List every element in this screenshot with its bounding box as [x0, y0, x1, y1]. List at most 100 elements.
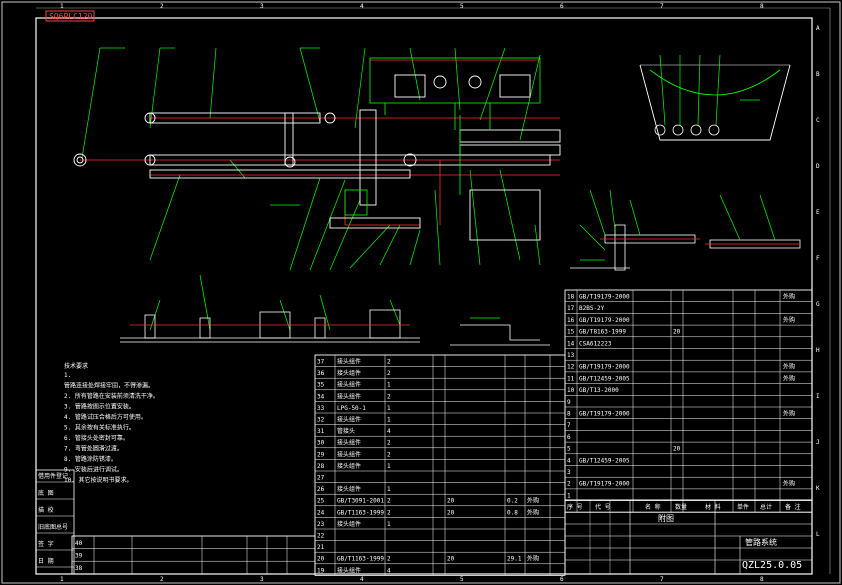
grid-col-label: 3 — [260, 3, 264, 10]
bom-right-cell: GB/T19179-2000 — [579, 294, 630, 301]
grid-col-label: 8 — [760, 3, 764, 10]
bom-left-cell: 32 — [317, 417, 325, 424]
bom-right-cell: 18 — [567, 294, 575, 301]
bom-right-cell: 外购 — [783, 480, 795, 488]
grid-col-label: 5 — [460, 576, 464, 583]
bom-right-cell: 17 — [567, 305, 575, 312]
bom-left-cell: 接头组件 — [337, 520, 361, 528]
bom-right-cell: 4 — [567, 457, 571, 464]
grid-row-label: A — [816, 25, 820, 32]
bom-right-cell: 6 — [567, 434, 571, 441]
bom-left-cell: 20 — [317, 556, 325, 563]
notes-item: 8. 管路涂防锈漆。 — [64, 455, 117, 463]
bom-left-cell: 0.2 — [507, 498, 518, 505]
bom-left-cell: 管接头 — [337, 427, 355, 435]
grid-col-label: 2 — [160, 3, 164, 10]
bom-left-cell: 19 — [317, 567, 325, 574]
bom-left-cell: 1 — [387, 405, 391, 412]
side-view-tank — [639, 54, 791, 141]
grid-col-label: 4 — [360, 3, 364, 10]
pipe-assembly-main — [73, 47, 561, 343]
bom-right-cell: 11 — [567, 375, 575, 382]
notes-item: 管路连接处焊接牢固，不得渗漏。 — [64, 382, 154, 390]
bom-left-cell: 2 — [387, 440, 391, 447]
grid-col-label: 6 — [560, 576, 564, 583]
bom-left-cell: 35 — [317, 382, 325, 389]
bom-left-cell: 1 — [387, 382, 391, 389]
bom-left-cell: 外购 — [527, 508, 539, 516]
grid-row-label: F — [816, 255, 820, 262]
grid-row-label: B — [816, 71, 820, 78]
notes-item: 10. 其它按说明书要求。 — [64, 476, 132, 484]
bom-right-cell: 7 — [567, 422, 571, 429]
bom-right-header: 序 号 — [567, 503, 583, 511]
title-block: 附图 管路系统 QZL25.0.05 — [564, 499, 813, 575]
bom-left-cell: 31 — [317, 428, 325, 435]
bom-left-cell: 2 — [387, 509, 391, 516]
bom-left-cell: 2 — [387, 359, 391, 366]
grid-row-label: J — [816, 439, 820, 446]
notes-item: 3. 管路按图示位置安装。 — [64, 403, 135, 411]
bom-left-cell: 接头组件 — [337, 416, 361, 424]
bom-left-cell: 外购 — [527, 555, 539, 563]
bom-left-cell: 接头组件 — [337, 485, 361, 493]
left-block-label: 底 图 — [38, 489, 54, 497]
bom-left-cell: 4 — [387, 428, 391, 435]
bom-right-cell: 5 — [567, 446, 571, 453]
bom-left-bottom-cell: 39 — [75, 553, 83, 560]
bom-right-cell: GB/T19179-2000 — [579, 364, 630, 371]
bom-right-header: 代 号 — [595, 503, 611, 511]
grid-col-label: 7 — [660, 3, 664, 10]
bom-right-cell: GB/T19179-2000 — [579, 317, 630, 324]
grid-col-label: 3 — [260, 576, 264, 583]
bom-left-cell: 21 — [317, 544, 325, 551]
grid-col-label: 6 — [560, 3, 564, 10]
bom-left-cell: 1 — [387, 463, 391, 470]
bom-right-cell: CSA612223 — [579, 340, 612, 347]
notes-item: 9. 安装后进行调试。 — [64, 466, 123, 474]
left-block-label: 借用件登记 — [38, 472, 68, 480]
left-block-label: 日 期 — [38, 557, 54, 565]
bom-left-cell: 1 — [387, 486, 391, 493]
grid-row-label: H — [816, 347, 820, 354]
bom-left-cell: 2 — [387, 451, 391, 458]
bom-left-cell: 接头组件 — [337, 381, 361, 389]
bom-right-cell: 1 — [567, 492, 571, 499]
grid-col-label: 1 — [60, 3, 64, 10]
inner-frame — [35, 17, 813, 575]
bom-right-cell: 15 — [567, 329, 575, 336]
bom-right-cell: B2BS-2Y — [579, 305, 605, 312]
detail-assembly-right — [570, 189, 801, 271]
bom-right-header: 备 注 — [785, 503, 801, 511]
drawing-subtitle: 管路系统 — [745, 537, 777, 547]
bom-right-cell: 9 — [567, 399, 571, 406]
grid-col-label: 7 — [660, 576, 664, 583]
grid-col-label: 2 — [160, 576, 164, 583]
bom-left-cell: 1 — [387, 417, 391, 424]
notes-item: 1. — [64, 372, 71, 379]
bom-left-cell: 30 — [317, 440, 325, 447]
bom-left-cell: 28 — [317, 463, 325, 470]
bom-left-bottom-cell: 38 — [75, 565, 83, 572]
bom-left-cell: 37 — [317, 359, 325, 366]
bom-right-cell: 20 — [673, 329, 681, 336]
bom-left-cell: 24 — [317, 509, 325, 516]
notes-item: 5. 其余按有关标准执行。 — [64, 424, 135, 432]
bom-right-cell: GB/T12459-2005 — [579, 457, 630, 464]
bom-right-cell: 外购 — [783, 374, 795, 382]
bom-left-cell: 接头组件 — [337, 450, 361, 458]
bom-right-cell: 12 — [567, 364, 575, 371]
bom-left-cell: 接头组件 — [337, 566, 361, 574]
bom-left-cell: 33 — [317, 405, 325, 412]
bom-left-cell: 2 — [387, 556, 391, 563]
grid-col-label: 4 — [360, 576, 364, 583]
bom-right-cell: GB/T8163-1999 — [579, 329, 626, 336]
bom-right-cell: 14 — [567, 340, 575, 347]
notes-item: 4. 管路试压合格后方可使用。 — [64, 413, 147, 421]
bom-left-cell: 接头组件 — [337, 369, 361, 377]
bom-left-bottom-cell: 40 — [75, 540, 83, 547]
